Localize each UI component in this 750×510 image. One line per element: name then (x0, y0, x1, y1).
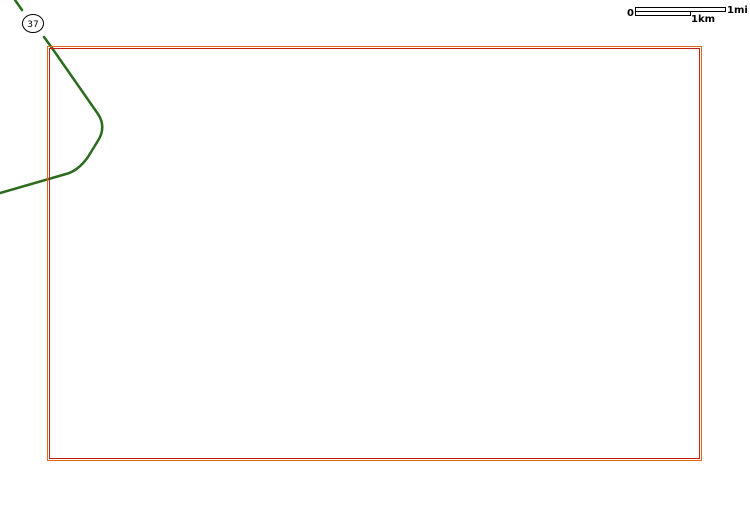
scale-km-bar (635, 11, 691, 16)
route-shield-label: 37 (27, 20, 38, 30)
boundary-outer-line (47, 46, 702, 461)
scale-mile-label: 1mi (727, 5, 748, 16)
scale-bar: 0 1mi 1km (627, 5, 748, 25)
route-shield-37[interactable]: 37 (22, 14, 44, 33)
scale-km-label: 1km (691, 14, 715, 25)
scale-mile-bar (635, 7, 726, 12)
scale-zero-label: 0 (627, 8, 634, 19)
boundary-inner-line (49, 48, 700, 459)
route-shield-icon (22, 14, 44, 33)
area-boundary (47, 46, 702, 461)
highway-route-line (0, 0, 104, 195)
